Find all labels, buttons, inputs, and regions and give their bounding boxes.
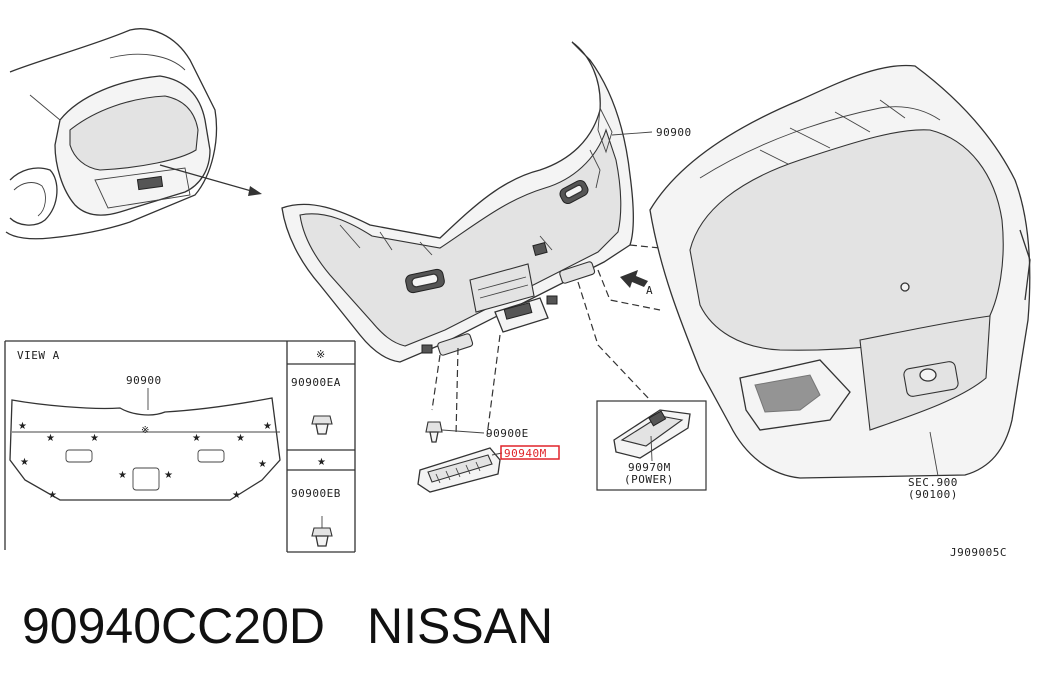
tailgate-trim-illustration xyxy=(281,41,653,363)
diagram-id: J909005C xyxy=(950,546,1007,559)
clip-eb-label: 90900EB xyxy=(291,487,341,500)
view-a-arrow-label: A xyxy=(646,284,653,297)
trim-part-label: 90900 xyxy=(656,126,692,139)
caption: 90940CC20D NISSAN xyxy=(22,596,553,656)
dashed-leaders xyxy=(431,244,661,437)
vehicle-overview-illustration xyxy=(5,28,262,240)
svg-text:★: ★ xyxy=(118,470,127,481)
svg-text:★: ★ xyxy=(263,421,272,432)
part-number: 90940CC20D xyxy=(22,598,325,654)
svg-text:★: ★ xyxy=(20,457,29,468)
brand-name: NISSAN xyxy=(366,598,554,654)
back-door-illustration xyxy=(649,64,1031,479)
svg-text:★: ★ xyxy=(164,470,173,481)
clip-ea-label: 90900EA xyxy=(291,376,341,389)
clip-90900e-illustration xyxy=(425,421,485,443)
power-switch-box xyxy=(596,400,707,491)
power-part-label: 90970M xyxy=(628,461,671,474)
star-symbol: ★ xyxy=(317,457,326,468)
view-a-part-label: 90900 xyxy=(126,374,162,387)
power-note-label: (POWER) xyxy=(624,473,674,486)
svg-text:★: ★ xyxy=(46,433,55,444)
highlight-box xyxy=(500,445,560,460)
svg-text:★: ★ xyxy=(18,421,27,432)
clip-e-label: 90900E xyxy=(486,427,529,440)
svg-text:★: ★ xyxy=(258,459,267,470)
handle-90940m-illustration xyxy=(417,447,503,493)
section-ref-label: SEC.900 xyxy=(908,476,958,489)
svg-text:※: ※ xyxy=(141,425,149,436)
svg-text:★: ★ xyxy=(236,433,245,444)
highlighted-part-label: 90940M xyxy=(504,447,547,460)
view-a-title: VIEW A xyxy=(17,349,60,362)
svg-text:★: ★ xyxy=(192,433,201,444)
svg-text:★: ★ xyxy=(48,490,57,501)
view-a-panel: ★ ★ ★ ★ ★ ★ ★ ★ ★ ★ ★ ★ ※ xyxy=(4,340,356,553)
asterisk-symbol: ※ xyxy=(316,348,325,361)
view-a-arrow xyxy=(620,270,648,288)
section-sub-label: (90100) xyxy=(908,488,958,501)
svg-text:★: ★ xyxy=(90,433,99,444)
svg-text:★: ★ xyxy=(232,490,241,501)
